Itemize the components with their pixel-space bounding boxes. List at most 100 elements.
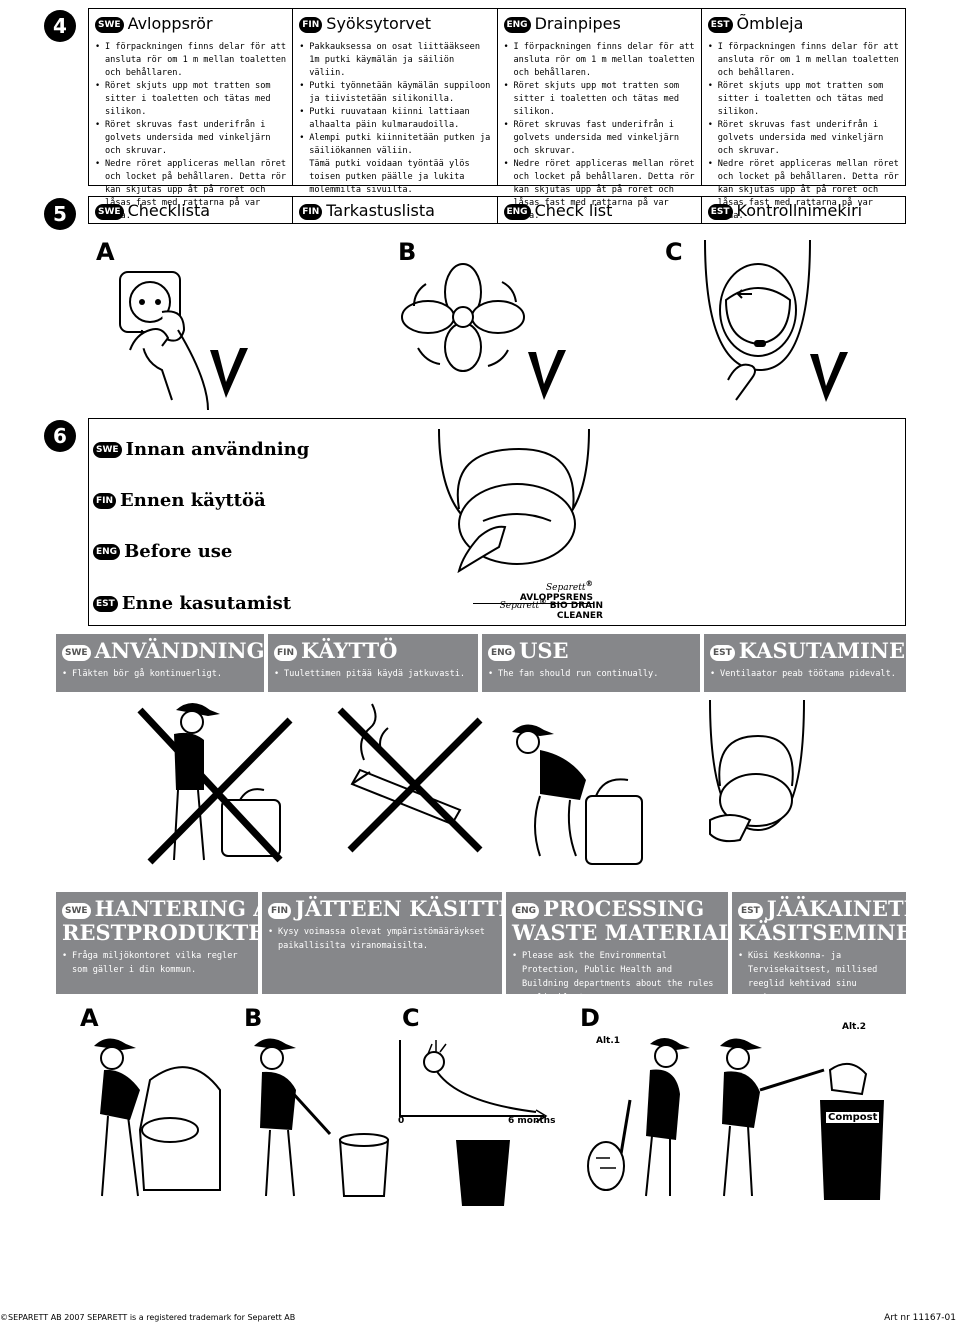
- checkmark-icon: [210, 348, 248, 398]
- language-badge: ENG: [93, 544, 121, 560]
- title-text: PROCESSING: [543, 896, 705, 921]
- title-text: Syöksytorvet: [326, 14, 431, 33]
- list-item: Röret skruvas fast underifrån i golvets …: [504, 119, 695, 158]
- compost-label: Compost: [826, 1112, 880, 1123]
- panel-letter-a: A: [96, 238, 115, 266]
- language-badge: ENG: [488, 645, 516, 661]
- language-badge: EST: [738, 903, 763, 919]
- toilet-seat-illustration: [704, 239, 811, 401]
- decomposition-graph-illustration: [399, 1040, 548, 1206]
- language-badge: SWE: [62, 645, 91, 661]
- language-badge: ENG: [503, 203, 531, 220]
- waste-list: Fråga miljökontoret vilka regler som gäl…: [62, 949, 252, 977]
- title-text: KÄSITSEMINE: [738, 920, 912, 945]
- graph-months-label: 6 months: [508, 1116, 556, 1126]
- language-badge: ENG: [503, 16, 531, 33]
- list-item: Fläkten bör gå kontinuerligt.: [62, 667, 258, 681]
- panel-letter-c: C: [665, 238, 683, 266]
- panel-letter-c: C: [402, 1004, 420, 1032]
- title-text: KASUTAMINE: [738, 638, 905, 663]
- instruction-list: I förpackningen finns delar för att ansl…: [708, 41, 899, 223]
- language-badge: FIN: [274, 645, 298, 661]
- cigarette-crossed-illustration: [337, 703, 483, 853]
- language-badge: SWE: [62, 903, 91, 919]
- waste-list: Please ask the Environmental Protection,…: [512, 949, 722, 1005]
- language-badge: FIN: [268, 903, 292, 919]
- language-badge: FIN: [299, 16, 323, 33]
- list-item: Please ask the Environmental Protection,…: [512, 949, 722, 1005]
- alt2-label: Alt.2: [842, 1022, 867, 1032]
- title-text: JÄÄKAINETE: [766, 896, 920, 921]
- panel-letter-a: A: [80, 1004, 99, 1032]
- language-badge: EST: [707, 203, 733, 220]
- language-badge: FIN: [93, 493, 117, 509]
- list-item: Putki ruuvataan kiinni lattiaan alhaalta…: [299, 106, 490, 132]
- language-badge: EST: [93, 596, 118, 612]
- step-4-number: 4: [44, 10, 76, 42]
- header-text: Tarkastuslista: [326, 201, 435, 220]
- step-5-number: 5: [44, 198, 76, 230]
- step-6-number: 6: [44, 420, 76, 452]
- man-sitting-on-toilet-illustration: [512, 724, 643, 865]
- man-carrying-bin-illustration: [254, 1038, 390, 1197]
- column-est: EST Õmbleja I förpackningen finns delar f…: [702, 9, 905, 221]
- title-text: JÄTTEEN KÄSITTELY: [295, 896, 543, 921]
- list-item: Alempi putki kiinnitetään putken ja säil…: [299, 132, 490, 158]
- row-text: Innan användning: [125, 439, 310, 460]
- header-text: Check list: [534, 201, 613, 220]
- title-text: Drainpipes: [534, 14, 621, 33]
- row-text: Ennen käyttöä: [120, 490, 266, 511]
- alt1-label: Alt.1: [596, 1036, 621, 1046]
- panel-letter-b: B: [398, 238, 417, 266]
- list-item: Küsi Keskkonna- ja Tervisekaitsest, mill…: [738, 949, 900, 1005]
- graph-zero-label: 0: [398, 1116, 405, 1126]
- language-badge: EST: [710, 645, 735, 661]
- language-badge: FIN: [299, 203, 323, 220]
- product-name: AVLOPPSRENS: [519, 593, 593, 603]
- list-item: I förpackningen finns delar för att ansl…: [708, 41, 899, 80]
- use-list: Ventilaator peab töötama pidevalt.: [710, 667, 900, 681]
- title-text: Avloppsrör: [127, 14, 213, 33]
- waste-list: Kysy voimassa olevat ympäristömääräykset…: [268, 925, 496, 953]
- list-item: Pakkauksessa on osat liittääkseen 1m put…: [299, 41, 490, 80]
- man-standing-at-toilet-crossed-illustration: [137, 703, 293, 865]
- list-item: Kysy voimassa olevat ympäristömääräykset…: [268, 925, 496, 953]
- title-text: RESTPRODUKTER: [62, 920, 282, 945]
- checkmark-icon: [528, 350, 566, 400]
- title-text: Õmbleja: [736, 14, 804, 33]
- list-item: Fråga miljökontoret vilka regler som gäl…: [62, 949, 252, 977]
- language-badge: SWE: [95, 16, 124, 33]
- title-text: WASTE MATERIAL: [512, 920, 734, 945]
- list-item: I förpackningen finns delar för att ansl…: [504, 41, 695, 80]
- title-text: USE: [519, 638, 569, 663]
- power-socket-illustration: [119, 271, 209, 411]
- list-item: Tuulettimen pitää käydä jatkuvasti.: [274, 667, 472, 681]
- title-text: KÄYTTÖ: [301, 638, 398, 663]
- waste-list: Küsi Keskkonna- ja Tervisekaitsest, mill…: [738, 949, 900, 1005]
- list-item: Ventilaator peab töötama pidevalt.: [710, 667, 900, 681]
